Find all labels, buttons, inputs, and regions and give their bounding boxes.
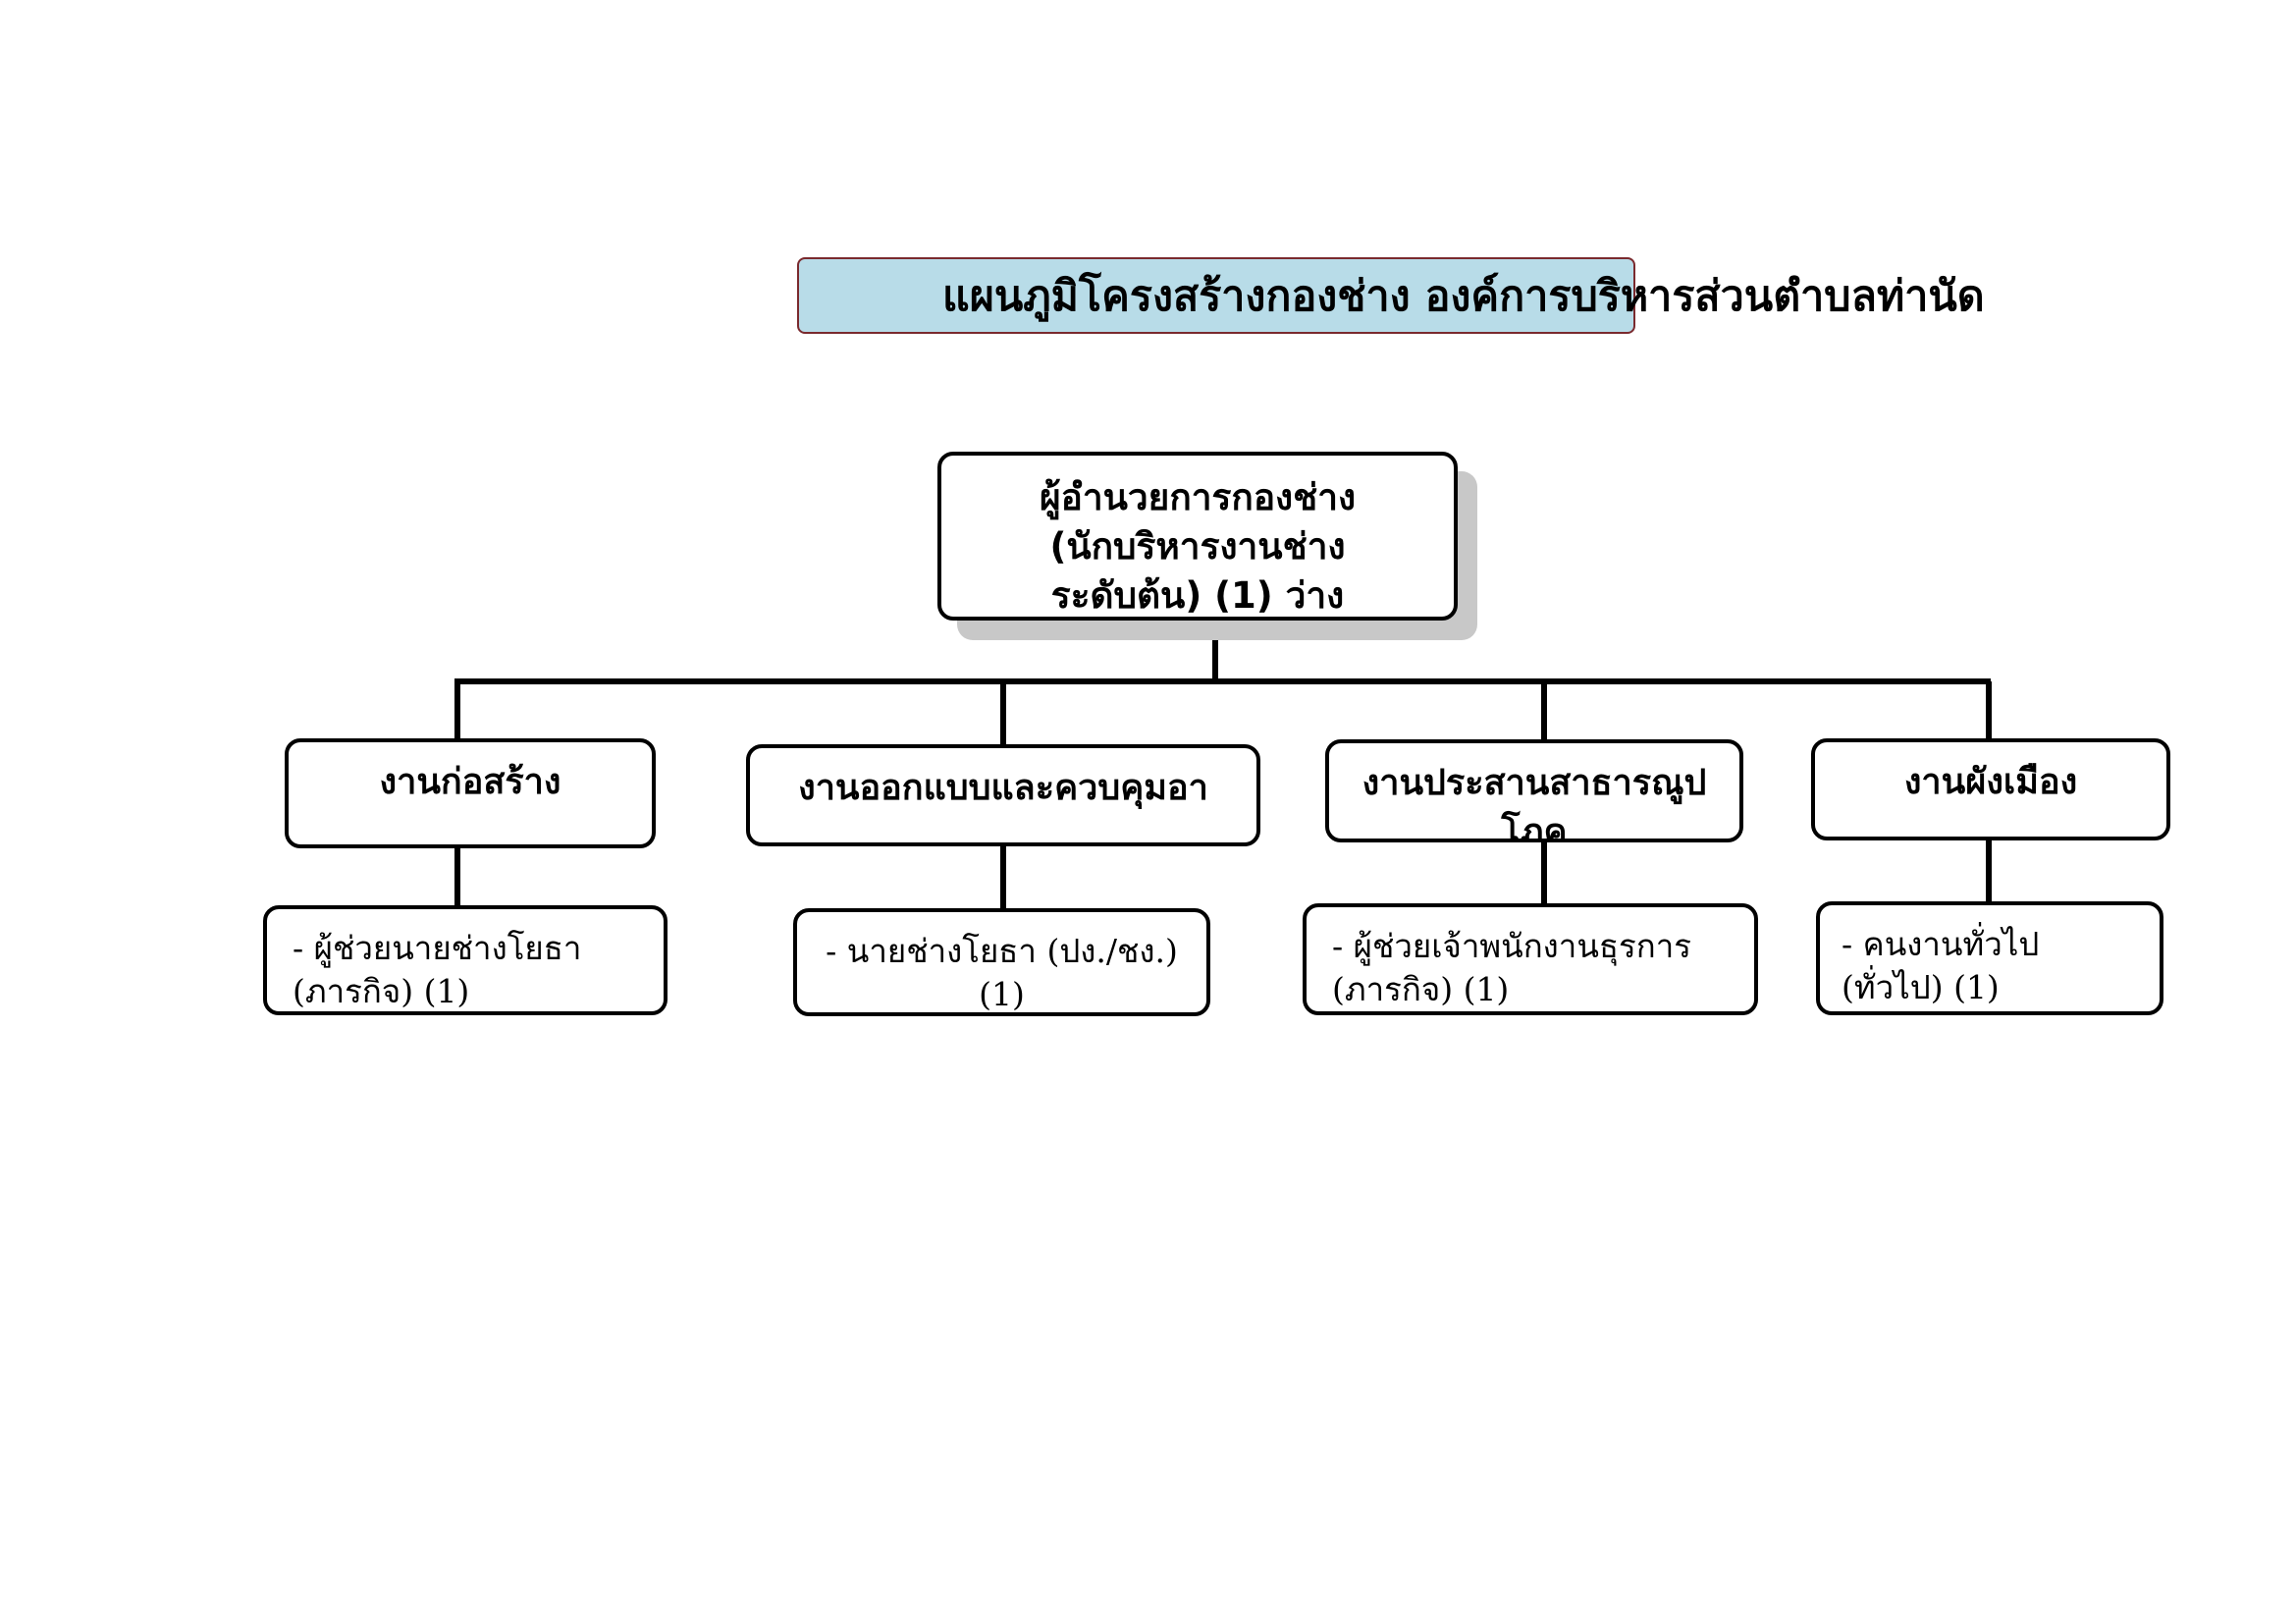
root-node: ผู้อำนวยการกองช่าง (นักบริหารงานช่าง ระด… (937, 452, 1458, 621)
chart-title: แผนภูมิโครงสร้างกองช่าง องค์การบริหารส่ว… (942, 272, 1985, 321)
department-node-construction: งานก่อสร้าง (285, 738, 656, 848)
staff-node-civil-technician: - นายช่างโยธา (ปง./ชง.) (1) (793, 908, 1210, 1016)
department-label: งานผังเมือง (1903, 762, 2078, 802)
staff-node-general-worker: - คนงานทั่วไป (ทั่วไป) (1) (1816, 901, 2163, 1015)
staff-label: - ผู้ช่วยเจ้าพนักงานธุรการ (ภารกิจ) (1) (1332, 927, 1691, 1008)
department-node-town-planning: งานผังเมือง (1811, 738, 2170, 840)
staff-label: - นายช่างโยธา (ปง./ชง.) (1) (826, 932, 1178, 1013)
department-label: งานประสานสาธารณูป โภค (1362, 763, 1707, 842)
title-banner (797, 257, 1635, 334)
staff-node-assistant-clerk: - ผู้ช่วยเจ้าพนักงานธุรการ (ภารกิจ) (1) (1303, 903, 1758, 1015)
department-label: งานก่อสร้าง (379, 762, 561, 802)
staff-node-assistant-civil-technician: - ผู้ช่วยนายช่างโยธา (ภารกิจ) (1) (263, 905, 667, 1015)
department-node-design: งานออกแบบและควบคุมอา (746, 744, 1260, 846)
department-node-utilities: งานประสานสาธารณูป โภค (1325, 739, 1743, 842)
department-label: งานออกแบบและควบคุมอา (798, 768, 1208, 808)
staff-label: - คนงานทั่วไป (ทั่วไป) (1) (1842, 925, 2040, 1006)
staff-label: - ผู้ช่วยนายช่างโยธา (ภารกิจ) (1) (293, 929, 582, 1010)
root-node-label: ผู้อำนวยการกองช่าง (นักบริหารงานช่าง ระด… (1039, 476, 1357, 617)
